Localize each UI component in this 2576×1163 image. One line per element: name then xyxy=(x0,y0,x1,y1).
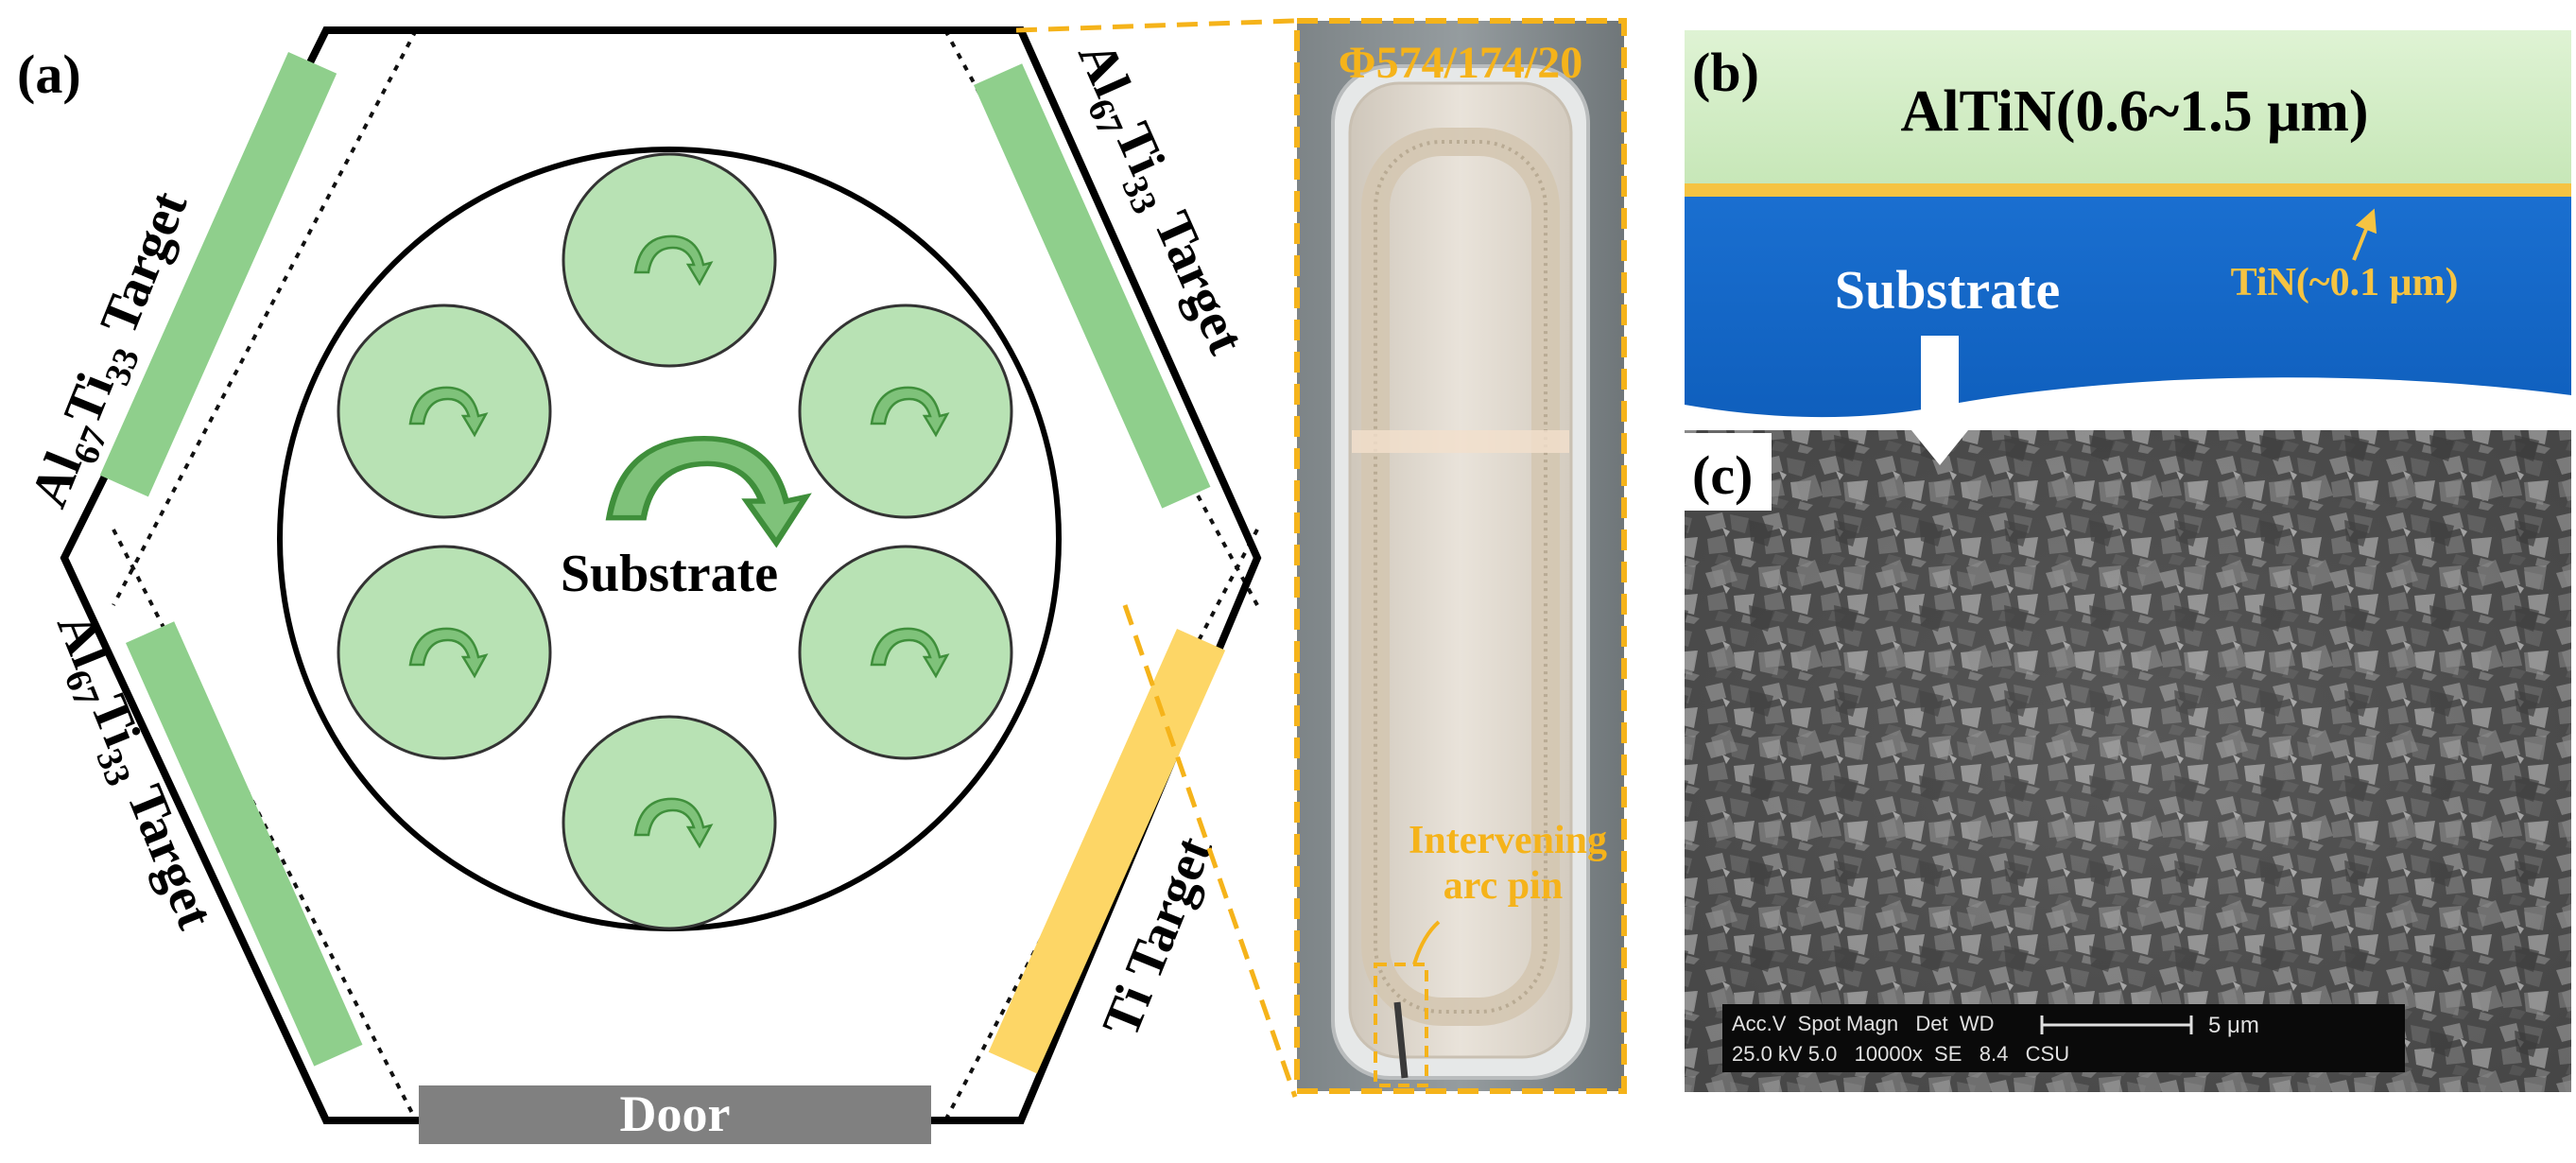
target-bars xyxy=(99,51,1226,1074)
arc-pin-box xyxy=(1374,963,1428,1087)
holder-bottom xyxy=(562,715,777,930)
holder-lower-left xyxy=(337,545,552,760)
panel-a-label: (a) xyxy=(17,43,81,105)
annotation-line-2: arc pin xyxy=(1444,864,1563,908)
sem-scale-bar xyxy=(2040,1015,2193,1034)
panel-c-label: (c) xyxy=(1692,444,1753,506)
coating-label: AlTiN(0.6~1.5 μm) xyxy=(1900,79,2368,144)
substrate-layer xyxy=(1685,197,2571,418)
substrate-label-b: Substrate xyxy=(1835,259,2060,321)
panel-b: (b) AlTiN(0.6~1.5 μm) Substrate TiN(~0.1… xyxy=(1685,30,2571,465)
sem-info-bar xyxy=(1722,1004,2405,1072)
door-label: Door xyxy=(620,1085,731,1142)
holder-lower-right xyxy=(798,545,1013,760)
panel-c-label-bg xyxy=(1685,433,1772,511)
photo-highlight xyxy=(1352,430,1569,453)
panel-c: (c) Acc.V Spot Magn Det WD 25.0 kV 5.0 1… xyxy=(1685,430,2571,1092)
sem-info-values: 25.0 kV 5.0 10000x SE 8.4 CSU xyxy=(1732,1042,2069,1066)
interlayer-label: TiN(~0.1 μm) xyxy=(2231,261,2459,304)
annotation-leader xyxy=(1412,920,1441,965)
holder-top xyxy=(562,152,777,368)
sem-vignette xyxy=(1685,430,2571,1092)
holder-upper-left xyxy=(337,304,552,519)
cathode-photo: Intervening arc pin Φ574/174/20 xyxy=(1294,18,1627,1094)
coating-layer xyxy=(1685,30,2571,183)
arc-pin xyxy=(1393,1001,1409,1079)
interlayer xyxy=(1685,183,2571,197)
target-bar-lower-right xyxy=(988,629,1226,1074)
target-bar-lower-left xyxy=(125,621,363,1067)
photo-title: Φ574/174/20 xyxy=(1339,38,1582,88)
door xyxy=(419,1085,931,1144)
photo-plate-inner xyxy=(1348,81,1573,1059)
target-bar-upper-left xyxy=(99,51,337,497)
sem-info-header: Acc.V Spot Magn Det WD xyxy=(1732,1012,1995,1035)
target-bar-upper-right xyxy=(974,63,1211,509)
photo-frame xyxy=(1294,18,1627,1094)
annotation-line-1: Intervening xyxy=(1409,819,1607,862)
interlayer-pointer xyxy=(2352,208,2377,261)
substrate-label: Substrate xyxy=(561,545,778,603)
sem-scale-label: 5 μm xyxy=(2208,1013,2259,1038)
substrate-holders xyxy=(337,152,1013,930)
holder-upper-right xyxy=(798,304,1013,519)
erosion-track xyxy=(1361,128,1560,1026)
down-arrow-tip-icon xyxy=(1911,430,1968,465)
panel-a: (a) Al67Ti33 Target Al67Ti33 Target Al67… xyxy=(17,26,1262,1144)
zoom-lines xyxy=(1015,18,1298,1098)
panel-b-label: (b) xyxy=(1692,42,1759,103)
